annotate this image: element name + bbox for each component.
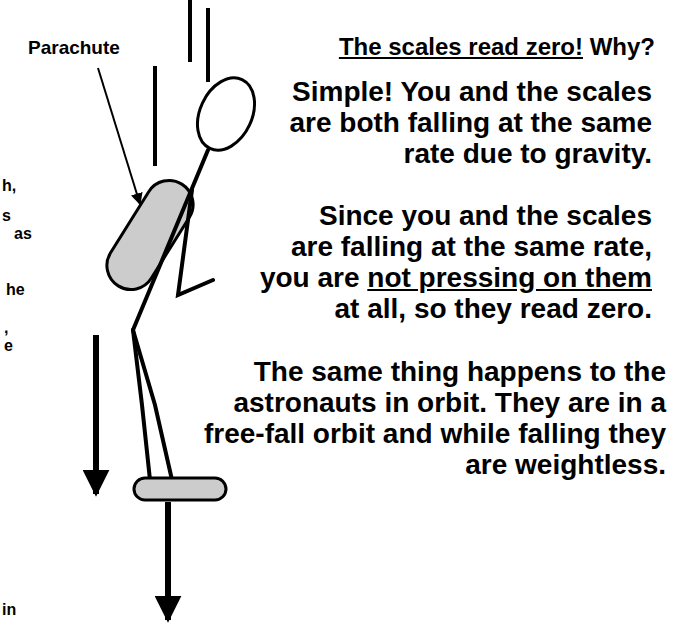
fall-arrow xyxy=(93,335,99,494)
cropped-text: in xyxy=(2,600,42,620)
scales xyxy=(134,478,226,500)
cropped-text: as xyxy=(14,225,32,242)
explanation-text: Since you and the scales are falling at … xyxy=(280,200,652,262)
heading-text: Why? xyxy=(590,33,655,60)
explanation-text: Simple! You and the scales are both fall… xyxy=(252,76,652,169)
leader-line xyxy=(98,68,140,204)
explanation-text: at all, so they read zero. xyxy=(192,293,652,324)
part-label: Parachute xyxy=(28,37,120,58)
explanation-text: Since you and the scales are falling at … xyxy=(192,200,652,324)
stick-body xyxy=(133,150,213,480)
cropped-text: he xyxy=(6,280,46,300)
cropped-text: as xyxy=(14,224,54,244)
cropped-text: , xyxy=(4,319,8,336)
part-label: Parachute xyxy=(28,36,168,60)
cropped-text: s xyxy=(2,206,42,226)
cropped-text: s xyxy=(2,207,11,224)
cropped-text: h, xyxy=(2,177,16,194)
heading-text: The scales read zero! xyxy=(339,33,583,60)
cropped-text: e xyxy=(4,337,13,354)
explanation-text: you are xyxy=(260,262,360,293)
cropped-text: in xyxy=(2,601,16,618)
gravity-arrow xyxy=(165,502,171,620)
explanation-text: The same thing happens to the astronauts… xyxy=(196,356,666,480)
explanation-text: The same thing happens to the astronauts… xyxy=(204,356,666,480)
head xyxy=(186,69,265,160)
heading: The scales read zero! Why? xyxy=(255,32,655,62)
cropped-text: h, xyxy=(2,176,42,196)
explanation-text: not pressing on them xyxy=(367,262,652,293)
explanation-text: Simple! You and the scales are both fall… xyxy=(289,76,652,169)
cropped-text: e xyxy=(4,336,44,356)
cropped-text: he xyxy=(6,281,25,298)
cropped-text: , xyxy=(4,318,44,338)
